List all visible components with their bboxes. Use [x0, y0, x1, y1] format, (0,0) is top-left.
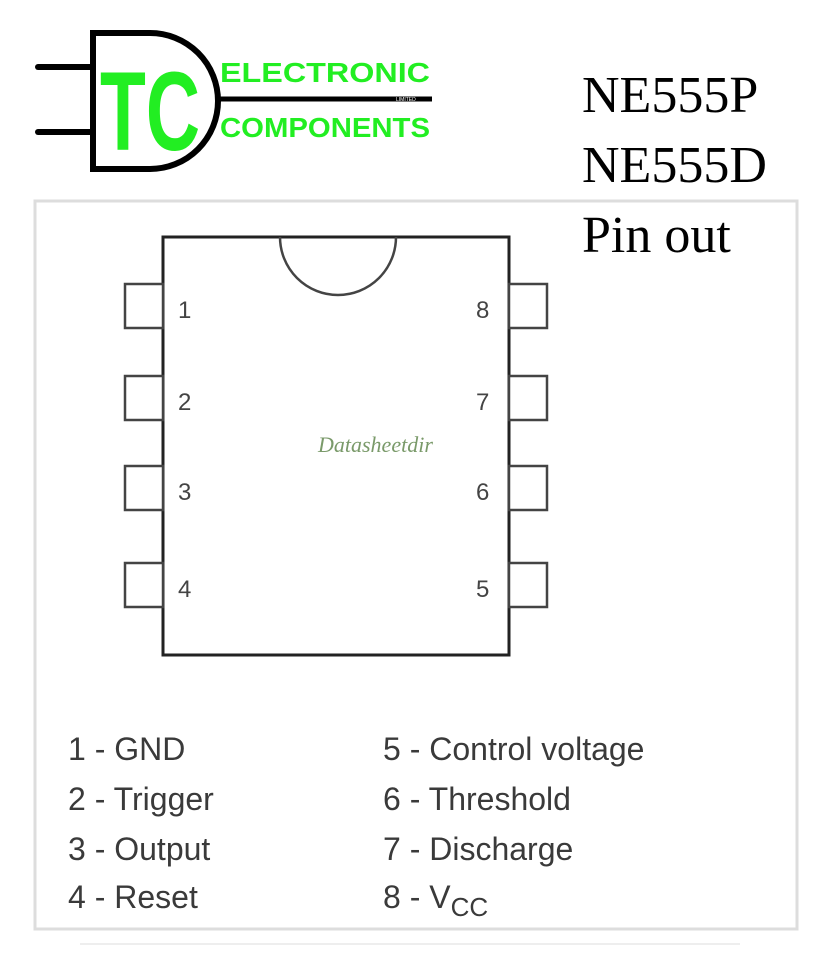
svg-text:3 - Output: 3 - Output: [68, 831, 210, 867]
title-line-1: NE555P: [582, 67, 758, 124]
svg-text:7 - Discharge: 7 - Discharge: [383, 831, 573, 867]
svg-text:LIMITED: LIMITED: [396, 97, 416, 103]
pin-legend: 1 - GND 2 - Trigger 3 - Output 4 - Reset…: [68, 731, 644, 922]
watermark: Datasheetdir: [317, 432, 433, 457]
pin-label: 7: [476, 389, 489, 416]
title-line-2: NE555D: [582, 137, 767, 194]
pin-label: 4: [178, 576, 191, 603]
svg-text:8 - VCC: 8 - VCC: [383, 879, 488, 922]
svg-text:4 - Reset: 4 - Reset: [68, 879, 198, 915]
pin-label: 2: [178, 389, 191, 416]
svg-text:5 - Control voltage: 5 - Control voltage: [383, 731, 644, 767]
pin-label: 1: [178, 297, 191, 324]
diagram-frame: [33, 199, 799, 931]
svg-text:2 - Trigger: 2 - Trigger: [68, 781, 214, 817]
pin-label: 5: [476, 576, 489, 603]
pin-label: 6: [476, 479, 489, 506]
svg-text:TC: TC: [100, 49, 200, 174]
svg-text:6 - Threshold: 6 - Threshold: [383, 781, 571, 817]
logo: TC Electronic Components LIMITED: [35, 30, 432, 174]
title-line-3: Pin out: [582, 207, 731, 264]
svg-text:Components: Components: [220, 112, 430, 143]
pin-label: 3: [178, 479, 191, 506]
svg-text:1 - GND: 1 - GND: [68, 731, 185, 767]
ic-chip: 1 2 3 4 8 7 6 5 Datasheetdir: [123, 235, 549, 657]
svg-text:Electronic: Electronic: [220, 57, 430, 88]
pin-label: 8: [476, 297, 489, 324]
